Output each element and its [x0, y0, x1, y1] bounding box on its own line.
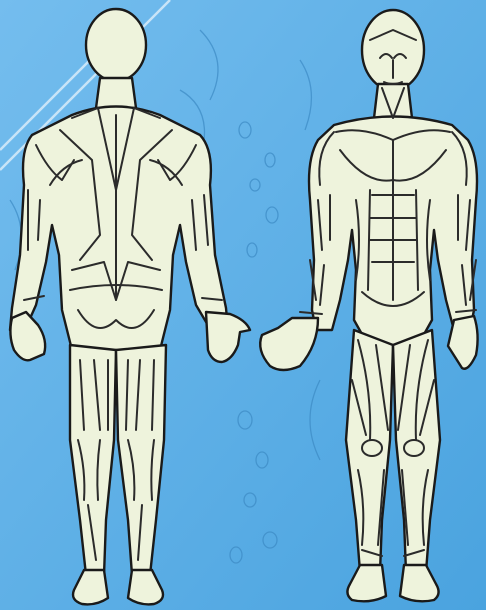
anatomy-diagram [0, 0, 486, 610]
muscle-diagram-svg [0, 0, 486, 610]
